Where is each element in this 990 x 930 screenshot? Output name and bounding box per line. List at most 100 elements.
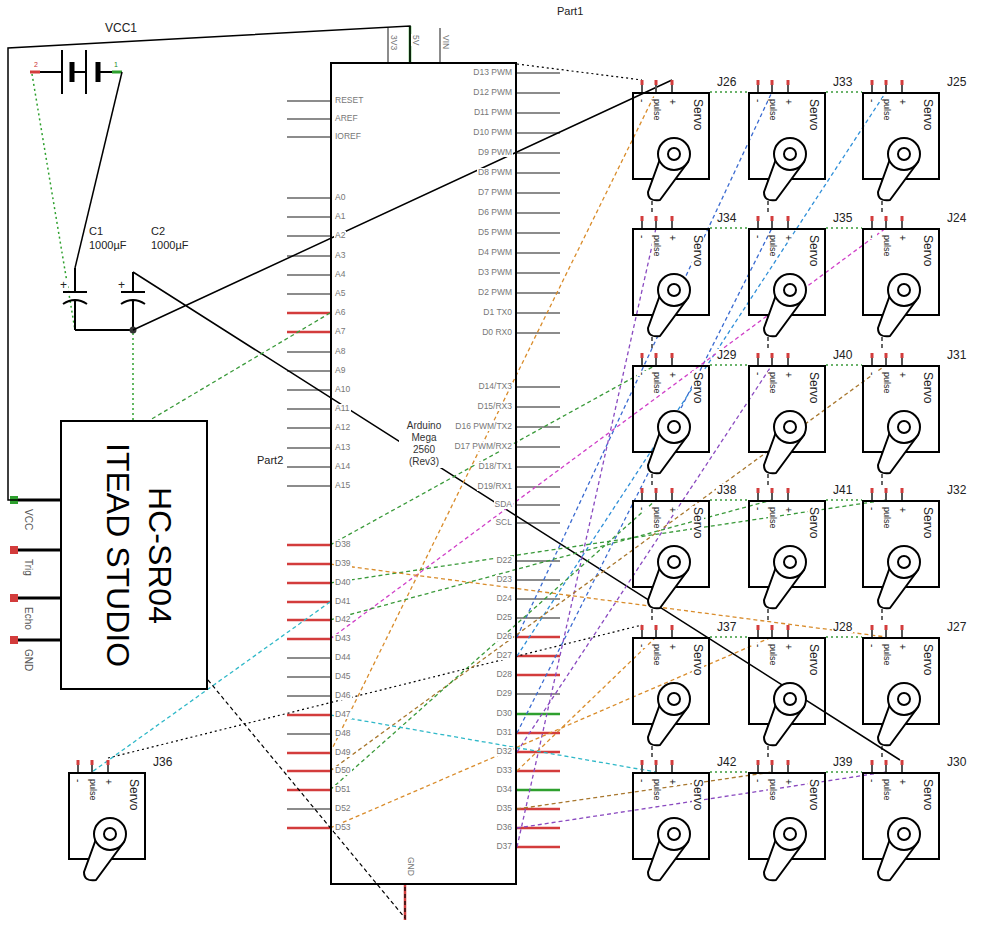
pin-label: A12 (334, 423, 351, 432)
servo-horn (872, 760, 920, 880)
ref-designator: J25 (946, 76, 967, 88)
servo-name: Servo (692, 234, 704, 267)
signal-wire (517, 228, 772, 733)
battery-symbol (30, 50, 122, 94)
pin-label: D11 PWM (473, 108, 513, 117)
battery-terminal (30, 71, 40, 74)
servo-motor: -pulse+Servo (632, 637, 710, 725)
pin-label: D15/RX3 (477, 402, 514, 411)
pin-label: + (783, 643, 793, 651)
servo-horn (642, 216, 690, 336)
pin-label: D48 (334, 729, 352, 738)
pin-label: D24 (495, 594, 513, 603)
pin-label: - (753, 234, 763, 239)
servo-motor: -pulse+Servo (862, 365, 940, 453)
pin-label: D1 TX0 (482, 308, 513, 317)
pin-label: D31 (495, 728, 513, 737)
signal-wire (517, 92, 886, 656)
sensor-pin-tip (10, 550, 18, 640)
pin-label: pulse (768, 643, 777, 667)
pin-label: - (637, 98, 647, 103)
pin-label: - (867, 778, 877, 783)
ref-designator: J36 (152, 756, 173, 768)
pin-label: + (897, 643, 907, 651)
ref-designator: J34 (716, 212, 737, 224)
pin-label: D36 (495, 823, 513, 832)
power-bus (826, 227, 862, 229)
pin-label: - (637, 778, 647, 783)
servo-motor: -pulse+Servo (748, 637, 826, 725)
pin-label: D53 (334, 823, 352, 832)
servo-motor: -pulse+Servo (632, 228, 710, 316)
servo-motor: -pulse+Servo (748, 92, 826, 180)
pin-label: pulse (652, 371, 661, 395)
ultrasonic-sensor: HC-SR04ITEAD STUDIO (60, 420, 208, 690)
ref-designator: J32 (946, 484, 967, 496)
power-bus (710, 364, 748, 366)
ref-designator: J42 (716, 756, 737, 768)
pin-label: pulse (882, 234, 891, 258)
pin-label: - (753, 98, 763, 103)
pin-label: D23 (495, 575, 513, 584)
power-bus (826, 499, 862, 501)
used-pin (287, 313, 560, 920)
servo-motor: -pulse+Servo (632, 365, 710, 453)
pin-label: D3 PWM (477, 268, 513, 277)
pin-label: D26 (495, 632, 513, 641)
pin-label: D47 (334, 710, 352, 719)
pin-label: D32 (495, 747, 513, 756)
pin-label: + (897, 506, 907, 514)
pin-label: + (783, 98, 793, 106)
power-bus (826, 771, 862, 773)
servo-horn (642, 625, 690, 745)
servo-name: Servo (692, 643, 704, 676)
pin-label: + (897, 98, 907, 106)
servo-motor: -pulse+Servo (862, 772, 940, 860)
signal-wire (517, 92, 772, 637)
pin-label: SCL (494, 518, 513, 527)
pin-label: A4 (334, 270, 346, 279)
pin-label: SDA (494, 500, 513, 509)
pin-label: D44 (334, 653, 352, 662)
pin-label: pulse (652, 506, 661, 530)
ref-designator: J24 (946, 212, 967, 224)
servo-motor: -pulse+Servo (632, 500, 710, 588)
pin-label: D12 PWM (472, 88, 513, 97)
pin-label: D0 RX0 (481, 328, 513, 337)
pin-label: D38 (334, 540, 352, 549)
pin-label: A3 (334, 251, 346, 260)
part-label: Part2 (256, 455, 284, 466)
pin-label: D4 PWM (477, 248, 513, 257)
polarity-sign: + (117, 279, 126, 291)
pin-label: D27 (495, 651, 513, 660)
ground-bus (652, 180, 882, 758)
pin-label: - (753, 643, 763, 648)
pin-label: GND (407, 856, 416, 877)
part-label: Part1 (556, 6, 584, 17)
pin-label: D2 PWM (477, 288, 513, 297)
pin-label: D35 (495, 804, 513, 813)
pin-label: D34 (495, 785, 513, 794)
signal-wire (330, 500, 772, 620)
power-bus (826, 91, 862, 93)
pin-label: - (753, 778, 763, 783)
pin-label: Trig (23, 558, 33, 577)
pin-label: pulse (88, 778, 97, 802)
power-bus (826, 636, 862, 638)
servo-name: Servo (922, 778, 934, 811)
pin-label: - (637, 643, 647, 648)
pin-label: - (637, 234, 647, 239)
pin-label: D18/TX1 (477, 462, 513, 471)
capacitor-symbol (63, 268, 145, 330)
pin-label: A1 (334, 212, 346, 221)
pin-label: + (667, 778, 677, 786)
battery-symbol (72, 62, 98, 82)
pin-label: - (637, 506, 647, 511)
servo-horn (758, 760, 806, 880)
pin-label: - (867, 643, 877, 648)
pin-label: D9 PWM (477, 148, 513, 157)
pin-label: + (783, 506, 793, 514)
pin-label: A0 (334, 193, 346, 202)
servo-name: Servo (922, 234, 934, 267)
ref-designator: C2 (150, 226, 166, 237)
